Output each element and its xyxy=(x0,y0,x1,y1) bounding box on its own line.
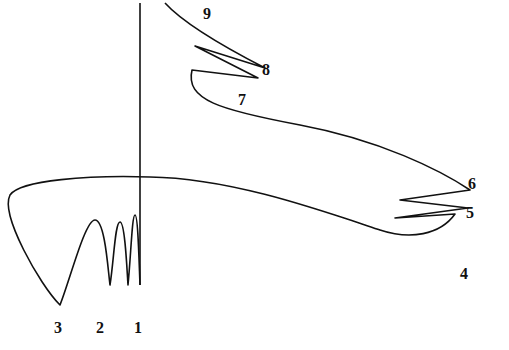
callout-number: 2 xyxy=(96,320,104,336)
callout-number: 9 xyxy=(203,6,211,22)
callout-number: 6 xyxy=(468,176,476,192)
callout-number: 4 xyxy=(460,266,468,282)
trace-curve xyxy=(8,3,470,305)
callout-number: 8 xyxy=(262,62,270,78)
callout-number: 7 xyxy=(238,92,246,108)
vertical-line xyxy=(139,3,141,285)
callout-number: 5 xyxy=(466,205,474,221)
callout-number: 3 xyxy=(54,320,62,336)
callout-number: 1 xyxy=(134,320,142,336)
